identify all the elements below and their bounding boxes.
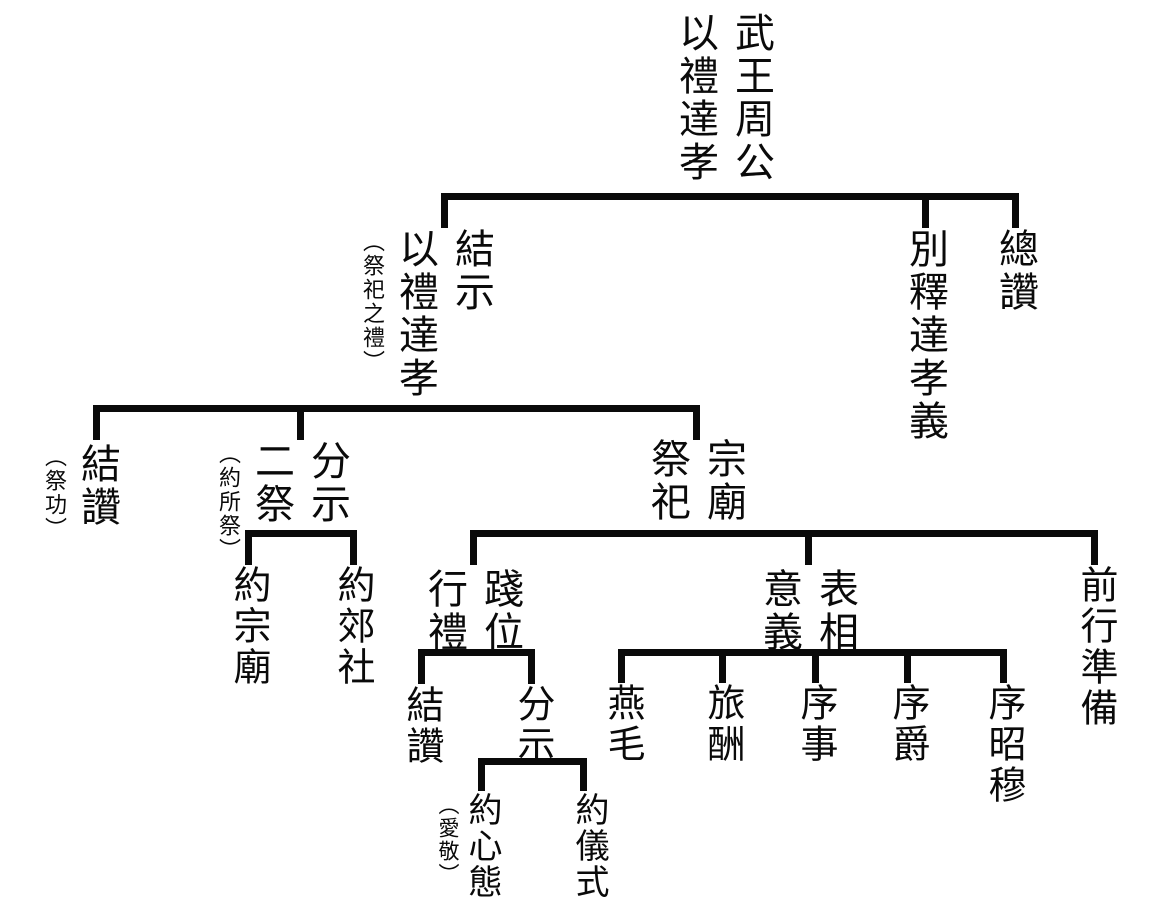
stub-xujue	[904, 649, 911, 683]
node-zongmiao-col1: 宗廟	[701, 438, 746, 524]
node-zongmiao-jisi: 宗廟 祭祀	[639, 438, 751, 524]
node-jiezan-b: 結讚	[398, 685, 444, 767]
node-bieshi-daxiaoyi: 別釋達孝義	[897, 228, 953, 443]
node-xuzhaomu: 序昭穆	[980, 683, 1026, 806]
node-lvchou-col1: 旅酬	[701, 683, 743, 765]
node-jianwei-col2: 行禮	[422, 568, 467, 654]
node-jiezan-a-note: （祭功）	[42, 445, 67, 541]
node-bieshi-col1: 別釋達孝義	[903, 228, 948, 443]
node-yue-yishi-col1: 約儀式	[570, 792, 607, 900]
connector-fenshi-b-children	[478, 758, 587, 765]
connector-fenshi-a-children	[245, 530, 357, 537]
connector-jianwei-children	[418, 649, 535, 656]
node-root-col1: 武王周公	[729, 12, 774, 184]
node-yue-jiaoshe-col1: 約郊社	[331, 565, 373, 688]
stub-jiezan-b	[418, 649, 425, 684]
stub-xuzhaomu	[1000, 649, 1007, 683]
node-fenshi-a-col2: 二祭	[249, 440, 294, 526]
stub-jianwei	[470, 530, 477, 565]
stub-qianxing	[1091, 530, 1098, 565]
stub-jieshi	[441, 193, 448, 228]
node-yue-xintai-note: （愛敬）	[436, 794, 460, 886]
stub-jiezan-a	[93, 405, 100, 440]
stub-yue-yishi	[580, 758, 587, 791]
stub-lvchou	[719, 649, 726, 683]
node-biaoxiang-col1: 表相	[813, 568, 858, 654]
node-jieshi-col1: 結示	[449, 228, 494, 314]
connector-root-children	[441, 193, 1019, 200]
node-jieshi-yilidaxiao: 結示 以禮達孝 （祭祀之禮）	[357, 228, 499, 400]
node-jiezan-a-col1: 結讚	[75, 443, 120, 529]
stub-zongmiao	[693, 405, 700, 440]
stub-yanmao	[618, 649, 625, 683]
node-jieshi-note: （祭祀之禮）	[360, 230, 385, 374]
node-lvchou: 旅酬	[699, 683, 745, 765]
node-xuzhaomu-col1: 序昭穆	[982, 683, 1024, 806]
node-fenshi-b-col1: 分示	[511, 684, 553, 766]
stub-zongzan	[1012, 193, 1019, 228]
node-yanmao-col1: 燕毛	[601, 683, 643, 765]
node-zongzan: 總讚	[987, 228, 1043, 314]
node-jianwei-xingli: 踐位 行禮	[416, 568, 528, 654]
stub-fenshi-a	[297, 405, 304, 440]
node-yue-yishi: 約儀式	[569, 792, 607, 900]
node-jieshi-col2: 以禮達孝	[393, 228, 438, 400]
connector-jieshi-children	[93, 405, 700, 412]
node-yue-jiaoshe: 約郊社	[329, 565, 375, 688]
node-yue-zongmiao: 約宗廟	[225, 565, 271, 688]
node-qianxing-zhunbei: 前行準備	[1072, 565, 1118, 729]
node-jiezan-b-col1: 結讚	[400, 685, 442, 767]
node-jiezan-jigong: 結讚 （祭功）	[39, 443, 125, 541]
connector-zongmiao-children	[470, 530, 1098, 537]
node-zongzan-col1: 總讚	[993, 228, 1038, 314]
node-xushi-col1: 序事	[794, 683, 836, 765]
node-qianxing-col1: 前行準備	[1074, 565, 1116, 729]
node-yanmao: 燕毛	[599, 683, 645, 765]
node-fenshi-a-col1: 分示	[305, 440, 350, 526]
node-fenshi-a-note: （約所祭）	[216, 442, 241, 562]
stub-xushi	[812, 649, 819, 683]
node-biaoxiang-col2: 意義	[757, 568, 802, 654]
node-xushi: 序事	[792, 683, 838, 765]
node-xujue: 序爵	[884, 683, 930, 765]
node-root: 武王周公 以禮達孝	[667, 12, 779, 184]
node-yue-xintai: 約心態 （愛敬）	[434, 792, 500, 900]
stub-biaoxiang	[805, 530, 812, 565]
node-yue-zongmiao-col1: 約宗廟	[227, 565, 269, 688]
node-root-col2: 以禮達孝	[673, 12, 718, 184]
node-fenshi-erji: 分示 二祭 （約所祭）	[213, 440, 355, 562]
stub-yue-jiaoshe	[350, 530, 357, 565]
node-fenshi-b: 分示	[509, 684, 555, 766]
node-yue-xintai-col1: 約心態	[463, 792, 500, 900]
stub-bieshi	[922, 193, 929, 228]
node-biaoxiang-yiyi: 表相 意義	[751, 568, 863, 654]
stub-fenshi-b	[528, 649, 535, 684]
stub-yue-zongmiao	[245, 530, 252, 565]
node-jianwei-col1: 踐位	[478, 568, 523, 654]
node-xujue-col1: 序爵	[886, 683, 928, 765]
stub-yue-xintai	[478, 758, 485, 791]
node-zongmiao-col2: 祭祀	[645, 438, 690, 524]
